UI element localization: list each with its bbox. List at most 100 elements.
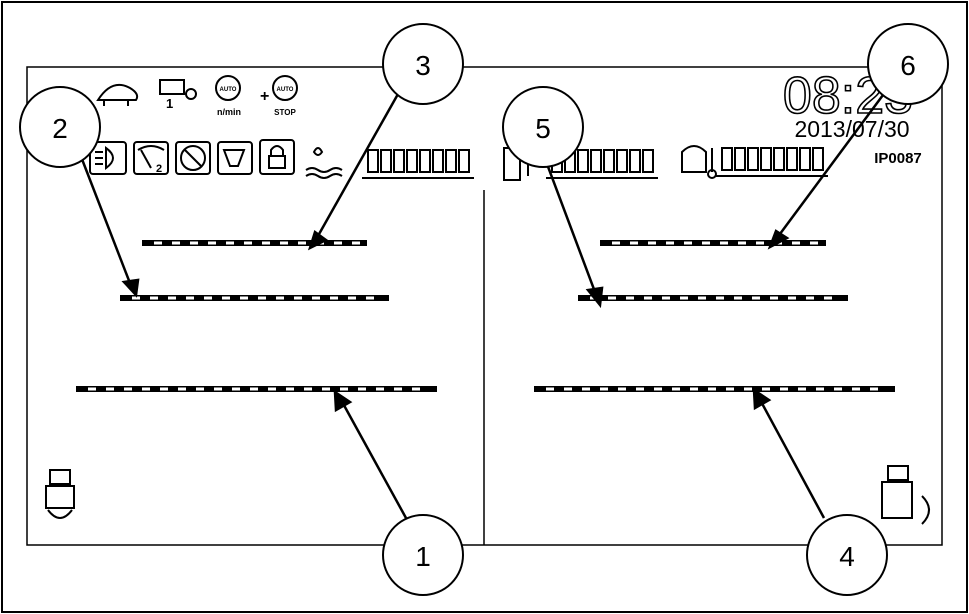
dash-gap (196, 387, 204, 391)
dash-gap (546, 387, 554, 391)
dash-gap (770, 296, 778, 300)
dash-gap (806, 296, 814, 300)
dashed-bar (120, 295, 389, 301)
gauge-segment (747, 147, 759, 171)
dash-gap (708, 387, 716, 391)
dash-gap (792, 241, 800, 245)
wiper-number: 2 (156, 163, 162, 175)
dash-gap (412, 387, 420, 391)
dash-gap (636, 387, 644, 391)
dash-gap (276, 296, 284, 300)
indicator-line-3 (142, 240, 367, 246)
gauge-segment (458, 149, 470, 173)
dash-gap (88, 387, 96, 391)
dash-gap (726, 387, 734, 391)
dash-gap (798, 387, 806, 391)
dash-gap (222, 296, 230, 300)
screen-code: IP0087 (874, 150, 922, 167)
dash-gap (608, 296, 616, 300)
dash-gap (232, 387, 240, 391)
rpm-label: n/min (217, 107, 241, 117)
gauge-segment (393, 149, 405, 173)
dash-gap (780, 387, 788, 391)
implement-left-icon (45, 469, 75, 519)
mute-icon (175, 141, 211, 175)
dash-gap (298, 241, 306, 245)
dashed-bar (578, 295, 848, 301)
dash-gap (618, 387, 626, 391)
dash-gap (262, 241, 270, 245)
dash-gap (294, 296, 302, 300)
gauge-segment (367, 149, 379, 173)
dash-gap (788, 296, 796, 300)
gauge-segment (721, 147, 733, 171)
callout-5: 5 (502, 86, 584, 168)
plus-sign: + (260, 88, 269, 105)
gauge-segment (799, 147, 811, 171)
gauge-segment (734, 147, 746, 171)
dash-gap (330, 296, 338, 300)
dash-gap (258, 296, 266, 300)
wiper-icon: 2 (133, 141, 169, 175)
dash-gap (340, 387, 348, 391)
gauge-segment (616, 149, 628, 173)
dash-gap (644, 296, 652, 300)
dash-gap (810, 241, 818, 245)
gauge-segment (773, 147, 785, 171)
callout-3: 3 (382, 23, 464, 105)
dash-gap (160, 387, 168, 391)
work-light-icon (89, 141, 127, 175)
dash-gap (178, 387, 186, 391)
dash-gap (834, 387, 842, 391)
auto-rpm-icon: AUTO n/min + (215, 75, 269, 117)
gauge-segment (603, 149, 615, 173)
gauge-segment (380, 149, 392, 173)
gauge-segment (642, 149, 654, 173)
dash-gap (322, 387, 330, 391)
dash-gap (720, 241, 728, 245)
gauge-segment (432, 149, 444, 173)
dash-gap (172, 241, 180, 245)
dash-gap (756, 241, 764, 245)
dash-gap (348, 296, 356, 300)
callout-leaders (78, 93, 885, 519)
dash-gap (394, 387, 402, 391)
coolant-temp-icon (681, 145, 717, 179)
dash-gap (666, 241, 674, 245)
indicator-line-6 (600, 240, 826, 246)
indicator-line-2 (120, 295, 389, 301)
dash-gap (154, 241, 162, 245)
dashed-bar (142, 240, 367, 246)
dash-gap (106, 387, 114, 391)
callout-number: 2 (52, 113, 68, 144)
callout-number: 5 (535, 113, 551, 144)
dash-gap (852, 387, 860, 391)
callout-number: 1 (415, 541, 431, 572)
dash-gap (684, 241, 692, 245)
dash-gap (630, 241, 638, 245)
auto-label-1: AUTO (220, 87, 237, 93)
hydraulic-icon (217, 141, 253, 175)
dash-gap (142, 387, 150, 391)
dash-gap (662, 296, 670, 300)
auto-label-2: AUTO (277, 87, 294, 93)
dash-gap (698, 296, 706, 300)
dash-gap (744, 387, 752, 391)
dash-gap (240, 296, 248, 300)
dash-gap (304, 387, 312, 391)
callout-4: 4 (806, 514, 888, 596)
dash-gap (280, 241, 288, 245)
dash-gap (654, 387, 662, 391)
callout-number: 4 (839, 541, 855, 572)
dash-gap (186, 296, 194, 300)
dash-gap (208, 241, 216, 245)
dash-gap (626, 296, 634, 300)
def-level-icon (305, 147, 343, 179)
dash-gap (286, 387, 294, 391)
dash-gap (168, 296, 176, 300)
dash-gap (358, 387, 366, 391)
dash-gap (680, 296, 688, 300)
